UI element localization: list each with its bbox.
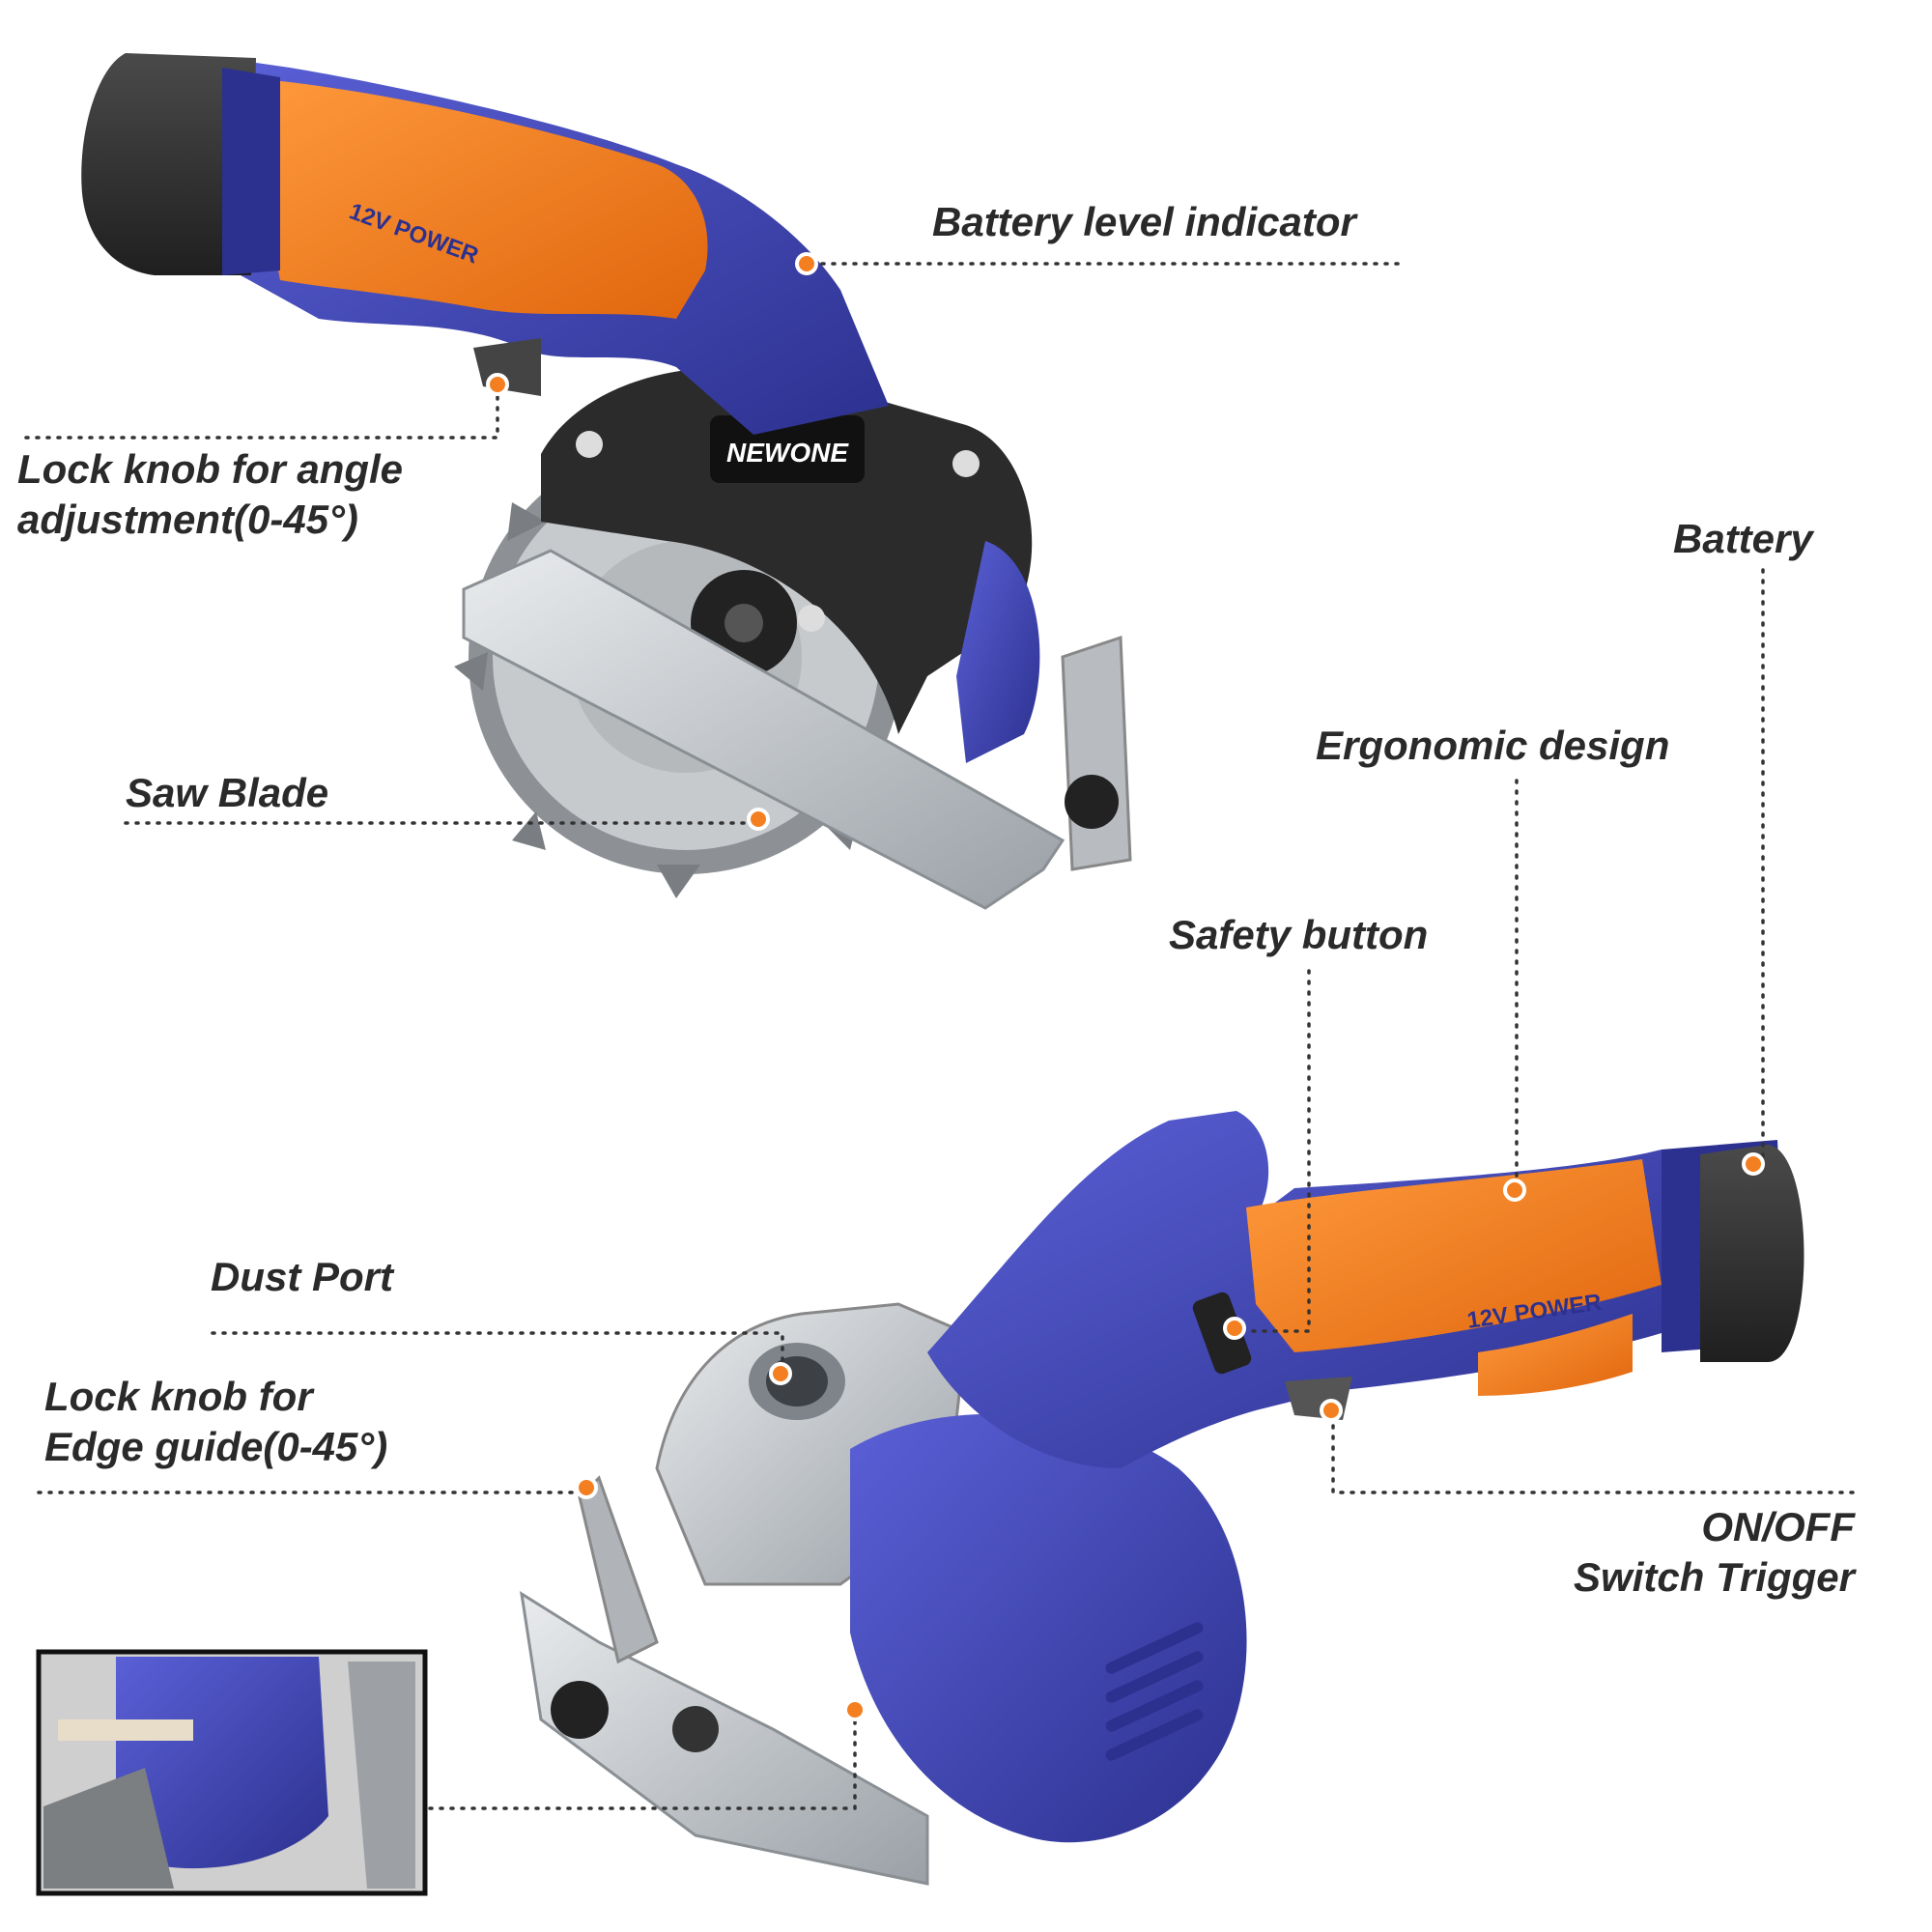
label-on-off-trigger: ON/OFF Switch Trigger xyxy=(1507,1502,1855,1603)
top-saw-illustration: NEWONE 12V POWER xyxy=(81,53,1132,910)
dot-saw-blade xyxy=(747,808,770,831)
dot-ergonomic-design xyxy=(1503,1179,1526,1202)
base-plate xyxy=(462,549,1065,910)
bottom-saw-illustration: 12V POWER xyxy=(520,1111,1804,1886)
brand-logo-plate xyxy=(710,415,865,483)
label-lock-knob-angle-line1: Lock knob for angle xyxy=(17,446,404,492)
battery-icon xyxy=(1662,1140,1804,1362)
dot-dust-port xyxy=(769,1362,792,1385)
edge-guide-inset-photo xyxy=(36,1649,428,1896)
label-on-off-line2: Switch Trigger xyxy=(1574,1554,1855,1600)
callout-dots xyxy=(486,252,1765,1721)
label-battery: Battery xyxy=(1673,516,1813,561)
brand-logo: NEWONE xyxy=(726,438,849,468)
top-grip-orange xyxy=(242,77,708,319)
label-safety-button: Safety button xyxy=(1169,912,1429,957)
label-lock-knob-angle: Lock knob for angle adjustment(0-45°) xyxy=(17,444,403,545)
label-lock-knob-edge-guide: Lock knob for Edge guide(0-45°) xyxy=(44,1372,387,1472)
dot-base-plate xyxy=(843,1698,867,1721)
label-lock-knob-edge-guide-line1: Lock knob for xyxy=(44,1374,313,1419)
dot-battery xyxy=(1742,1152,1765,1176)
dot-safety-button xyxy=(1223,1317,1246,1340)
label-lock-knob-edge-guide-line2: Edge guide(0-45°) xyxy=(44,1424,388,1469)
safety-button-shape xyxy=(1192,1292,1252,1375)
label-ergonomic-design: Ergonomic design xyxy=(1316,723,1670,768)
label-dust-port: Dust Port xyxy=(211,1254,393,1299)
dot-on-off-trigger xyxy=(1320,1399,1343,1422)
dot-battery-level-indicator xyxy=(795,252,818,275)
battery-icon xyxy=(81,53,280,275)
edge-guide-fin xyxy=(578,1475,659,1664)
dot-lock-knob-angle xyxy=(486,373,509,396)
label-lock-knob-angle-line2: adjustment(0-45°) xyxy=(17,497,358,542)
dust-port-icon xyxy=(749,1343,845,1420)
label-on-off-line1: ON/OFF xyxy=(1701,1504,1855,1549)
label-battery-level-indicator: Battery level indicator xyxy=(932,199,1356,244)
callout-leaders xyxy=(22,262,1857,1810)
bottom-grip-orange xyxy=(1246,1159,1662,1352)
label-saw-blade: Saw Blade xyxy=(126,770,329,815)
dot-lock-knob-edge-guide xyxy=(575,1476,598,1499)
blade-guard xyxy=(541,367,1033,734)
